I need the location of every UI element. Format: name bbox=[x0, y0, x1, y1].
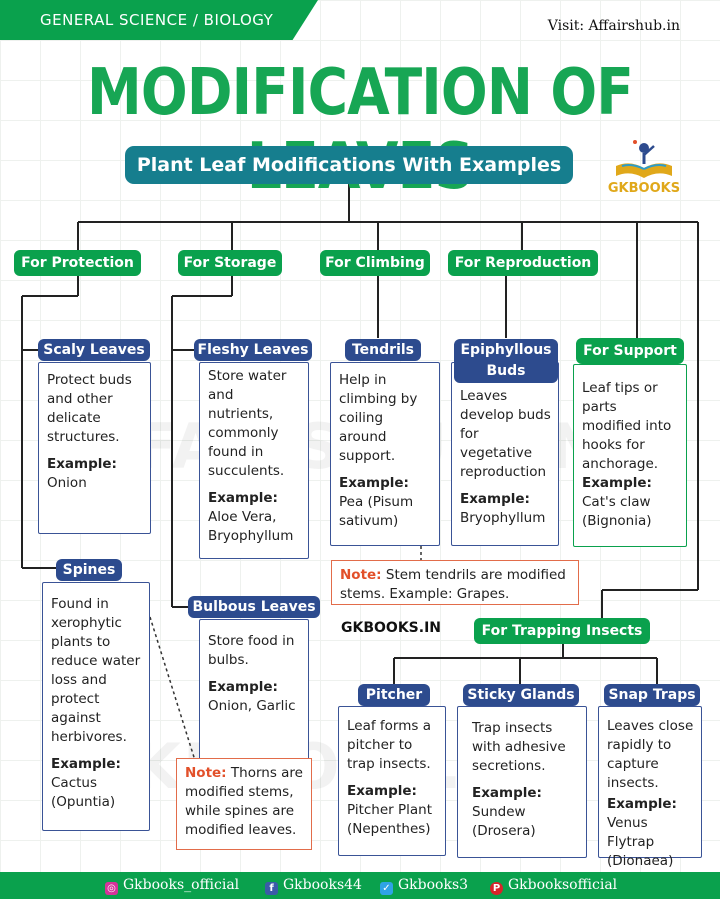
node-desc: Leaf tips or parts modified into hooks f… bbox=[582, 380, 672, 472]
example-value: Sundew (Drosera) bbox=[472, 804, 536, 839]
example-value: Pea (Pisum sativum) bbox=[339, 494, 414, 529]
node-box-scaly-leaves: Protect buds and other delicate structur… bbox=[38, 362, 151, 534]
example-value: Bryophyllum bbox=[460, 510, 546, 526]
node-desc: Protect buds and other delicate structur… bbox=[47, 372, 132, 445]
node-box-pitcher: Leaf forms a pitcher to trap insects. Ex… bbox=[338, 706, 446, 856]
example-value: Onion, Garlic bbox=[208, 698, 296, 714]
node-title-epiphyllous-buds: Epiphyllous Buds bbox=[454, 339, 558, 383]
example-label: Example: bbox=[472, 785, 542, 801]
example-value: Pitcher Plant (Nepenthes) bbox=[347, 802, 433, 837]
node-box-sticky-glands: Trap insects with adhesive secretions. E… bbox=[457, 706, 587, 858]
example-label: Example: bbox=[208, 679, 278, 695]
subtitle: Plant Leaf Modifications With Examples bbox=[125, 146, 573, 184]
node-desc: Store water and nutrients, commonly foun… bbox=[208, 368, 287, 479]
example-label: Example: bbox=[339, 475, 409, 491]
category-trapping: For Trapping Insects bbox=[474, 618, 650, 644]
node-title-pitcher: Pitcher bbox=[358, 684, 430, 706]
node-box-epiphyllous-buds: Leaves develop buds for vegetative repro… bbox=[451, 362, 559, 546]
instagram-handle: Gkbooks_official bbox=[123, 877, 240, 893]
note-label: Note: bbox=[340, 567, 382, 583]
node-desc: Store food in bulbs. bbox=[208, 633, 295, 668]
example-label: Example: bbox=[208, 490, 278, 506]
example-value: Cat's claw (Bignonia) bbox=[582, 494, 652, 529]
node-title-sticky-glands: Sticky Glands bbox=[463, 684, 579, 706]
node-desc: Found in xerophytic plants to reduce wat… bbox=[51, 596, 141, 745]
category-climbing: For Climbing bbox=[320, 250, 430, 276]
footer-pinterest[interactable]: P Gkbooksofficial bbox=[490, 877, 617, 895]
category-banner: GENERAL SCIENCE / BIOLOGY bbox=[0, 0, 318, 40]
category-protection: For Protection bbox=[14, 250, 141, 276]
node-title-snap-traps: Snap Traps bbox=[604, 684, 700, 706]
visit-link[interactable]: Visit: Affairshub.in bbox=[547, 18, 680, 34]
facebook-handle: Gkbooks44 bbox=[283, 877, 362, 893]
category-reproduction: For Reproduction bbox=[448, 250, 598, 276]
node-desc: Leaves develop buds for vegetative repro… bbox=[460, 388, 551, 480]
node-title-tendrils: Tendrils bbox=[345, 339, 421, 361]
example-value: Cactus (Opuntia) bbox=[51, 775, 116, 810]
example-value: Onion bbox=[47, 475, 87, 491]
node-title-spines: Spines bbox=[56, 559, 122, 581]
node-box-spines: Found in xerophytic plants to reduce wat… bbox=[42, 582, 150, 831]
category-storage: For Storage bbox=[178, 250, 282, 276]
node-box-tendrils: Help in climbing by coiling around suppo… bbox=[330, 362, 440, 546]
note-text: Stem tendrils are modified stems. Exampl… bbox=[340, 567, 566, 602]
node-title-fleshy-leaves: Fleshy Leaves bbox=[194, 339, 312, 361]
example-label: Example: bbox=[47, 456, 117, 472]
node-box-support: Leaf tips or parts modified into hooks f… bbox=[573, 364, 687, 547]
node-desc: Leaf forms a pitcher to trap insects. bbox=[347, 718, 431, 772]
example-label: Example: bbox=[347, 783, 417, 799]
node-title-bulbous-leaves: Bulbous Leaves bbox=[188, 596, 320, 618]
pinterest-handle: Gkbooksofficial bbox=[508, 877, 618, 893]
node-title-scaly-leaves: Scaly Leaves bbox=[38, 339, 150, 361]
footer-bar: ◎ Gkbooks_official f Gkbooks44 ✓ Gkbooks3 P… bbox=[0, 872, 720, 899]
category-support: For Support bbox=[576, 338, 684, 364]
example-value: Aloe Vera, Bryophyllum bbox=[208, 509, 294, 544]
example-value: Venus Flytrap (Dionaea) bbox=[607, 815, 674, 869]
footer-twitter[interactable]: ✓ Gkbooks3 bbox=[380, 877, 468, 895]
category-label: GENERAL SCIENCE / BIOLOGY bbox=[40, 11, 274, 29]
twitter-icon: ✓ bbox=[380, 882, 393, 895]
node-box-fleshy-leaves: Store water and nutrients, commonly foun… bbox=[199, 362, 309, 559]
footer-instagram[interactable]: ◎ Gkbooks_official bbox=[105, 877, 239, 895]
site-label: GKBOOKS.IN bbox=[341, 620, 441, 636]
note-text: Thorns are modified stems, while spines … bbox=[185, 765, 303, 838]
instagram-icon: ◎ bbox=[105, 882, 118, 895]
logo-text: GKBOOKS bbox=[607, 181, 681, 196]
node-desc: Help in climbing by coiling around suppo… bbox=[339, 372, 418, 464]
book-reader-icon bbox=[616, 140, 672, 178]
note-tendrils: Note: Stem tendrils are modified stems. … bbox=[331, 560, 579, 605]
gkbooks-logo: GKBOOKS bbox=[602, 136, 686, 196]
node-desc: Leaves close rapidly to capture insects. bbox=[607, 718, 694, 791]
node-desc: Trap insects with adhesive secretions. bbox=[472, 720, 566, 774]
footer-facebook[interactable]: f Gkbooks44 bbox=[265, 877, 362, 895]
example-label: Example: bbox=[582, 475, 652, 491]
example-label: Example: bbox=[51, 756, 121, 772]
note-label: Note: bbox=[185, 765, 227, 781]
twitter-handle: Gkbooks3 bbox=[398, 877, 469, 893]
example-label: Example: bbox=[460, 491, 530, 507]
note-spines: Note: Thorns are modified stems, while s… bbox=[176, 758, 312, 850]
facebook-icon: f bbox=[265, 882, 278, 895]
page-title: MODIFICATION OF LEAVES bbox=[86, 56, 634, 204]
node-box-bulbous-leaves: Store food in bulbs. Example: Onion, Gar… bbox=[199, 619, 309, 761]
node-box-snap-traps: Leaves close rapidly to capture insects.… bbox=[598, 706, 702, 869]
pinterest-icon: P bbox=[490, 882, 503, 895]
example-label: Example: bbox=[607, 796, 677, 812]
